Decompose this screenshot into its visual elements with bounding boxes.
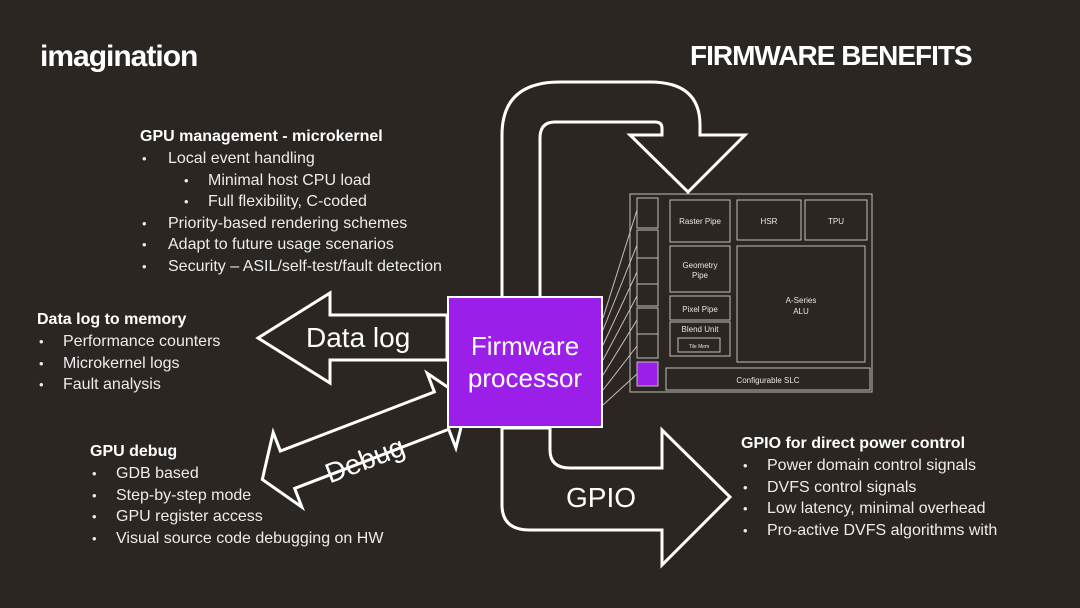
slc-label: Configurable SLC (736, 376, 799, 385)
gpu-outline (629, 193, 873, 393)
list-item: Low latency, minimal overhead (741, 498, 997, 520)
connector-line (602, 319, 638, 376)
data-log-heading: Data log to memory (37, 311, 187, 328)
list-item: Adapt to future usage scenarios (140, 234, 442, 256)
list-item: Power domain control signals (741, 455, 997, 477)
list-item: Full flexibility, C-coded (140, 191, 442, 213)
hsr-label: HSR (761, 217, 778, 226)
tile-mem-box (677, 337, 721, 353)
connector-line (602, 271, 638, 346)
geometry-pipe-label-2: Pipe (692, 271, 709, 280)
data-log-block: Data log to memory Performance counters … (37, 311, 220, 396)
list-item: DVFS control signals (741, 477, 997, 499)
firmware-unit (636, 361, 659, 387)
list-item: GPU register access (90, 506, 383, 528)
pixel-pipe-label: Pixel Pipe (682, 305, 718, 314)
side-unit-6 (636, 333, 659, 359)
gpio-arrow-label: GPIO (566, 482, 636, 513)
gpio-arrow (500, 426, 733, 569)
blend-unit-box (669, 321, 731, 357)
gpio-block: GPIO for direct power control Power doma… (741, 435, 997, 541)
list-item: Local event handling (140, 148, 442, 170)
list-item: Microkernel logs (37, 353, 220, 375)
tpu-box (804, 199, 868, 241)
list-item: Priority-based rendering schemes (140, 213, 442, 235)
alu-label-2: ALU (793, 307, 809, 316)
gpu-management-block: GPU management - microkernel Local event… (140, 128, 442, 278)
side-unit-1 (636, 197, 659, 229)
processor-label: processor (467, 363, 583, 393)
gpu-debug-heading: GPU debug (90, 443, 178, 460)
side-unit-2 (636, 229, 659, 259)
pixel-pipe-box (669, 295, 731, 321)
imagination-logo: imagination (40, 40, 198, 73)
alu-label-1: A-Series (786, 296, 817, 305)
hsr-box (736, 199, 802, 241)
connector-line (602, 295, 638, 361)
firmware-label: Firmware (470, 331, 580, 361)
list-item: Performance counters (37, 331, 220, 353)
gpio-heading: GPIO for direct power control (741, 435, 966, 452)
data-log-arrow (255, 290, 449, 386)
gpu-block-diagram (602, 193, 873, 406)
list-item: Step-by-step mode (90, 485, 383, 507)
gpu-debug-block: GPU debug GDB based Step-by-step mode GP… (90, 443, 383, 549)
list-item: GDB based (90, 463, 383, 485)
list-item: Pro-active DVFS algorithms with (741, 520, 997, 542)
loop-arrow (500, 80, 749, 302)
firmware-processor-box: Firmware processor (447, 296, 603, 428)
connector-line (602, 373, 638, 406)
connector-line (602, 244, 638, 331)
gpu-management-heading: GPU management - microkernel (140, 128, 383, 145)
tpu-label: TPU (828, 217, 844, 226)
side-unit-4 (636, 283, 659, 307)
connector-line (602, 209, 638, 319)
list-item: Fault analysis (37, 374, 220, 396)
list-item: Visual source code debugging on HW (90, 528, 383, 550)
connector-line (602, 345, 638, 391)
slide-title: FIRMWARE BENEFITS (690, 40, 973, 71)
list-item: Minimal host CPU load (140, 170, 442, 192)
list-item: Security – ASIL/self-test/fault detectio… (140, 256, 442, 278)
blend-unit-label: Blend Unit (682, 325, 720, 334)
alu-box (736, 245, 866, 363)
geometry-pipe-label-1: Geometry (682, 261, 717, 270)
raster-pipe-label: Raster Pipe (679, 217, 721, 226)
side-unit-3 (636, 257, 659, 285)
tile-mem-label: Tile Mem (689, 344, 709, 350)
data-log-arrow-label: Data log (306, 322, 410, 353)
raster-pipe-box (669, 199, 731, 243)
geometry-pipe-box (669, 245, 731, 293)
slc-box (665, 367, 871, 391)
side-unit-5 (636, 307, 659, 335)
